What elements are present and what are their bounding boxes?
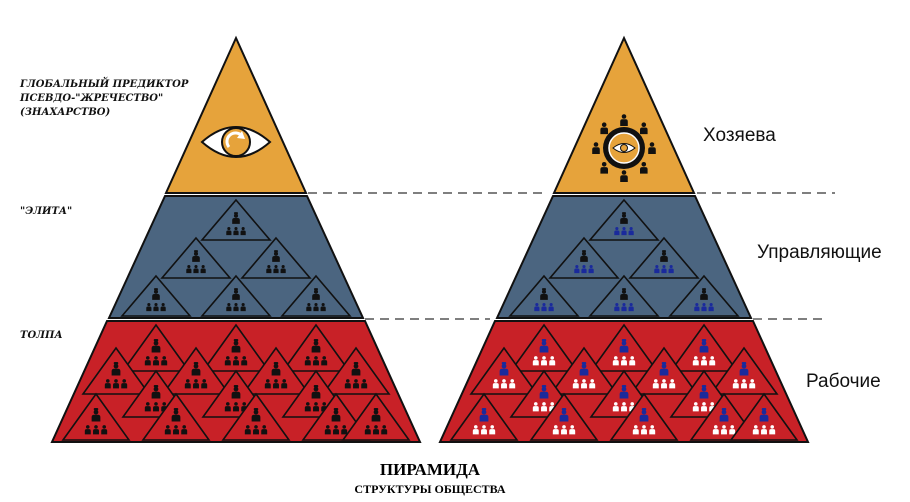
sub-pyramid xyxy=(61,392,131,441)
sub-pyramid xyxy=(160,236,232,279)
sub-pyramid xyxy=(449,392,519,441)
sub-pyramid xyxy=(241,346,311,395)
caption-subtitle: СТРУКТУРЫ ОБЩЕСТВА xyxy=(354,482,506,496)
sub-pyramid xyxy=(81,346,151,395)
sub-pyramid xyxy=(161,346,231,395)
left-crowd-subpyramids xyxy=(61,323,411,441)
sub-pyramid xyxy=(200,198,272,241)
owners-label: Хозяева xyxy=(703,125,776,146)
left-pyramid xyxy=(50,35,422,443)
right-worker-subpyramids xyxy=(449,323,799,441)
left-top-tier xyxy=(164,35,308,194)
right-pyramid xyxy=(438,35,810,443)
sub-pyramid xyxy=(341,392,411,441)
right-middle-tier xyxy=(495,195,753,319)
sub-pyramid xyxy=(729,392,799,441)
sub-pyramid xyxy=(628,236,700,279)
crowd-label: ТОЛПА xyxy=(20,330,63,341)
sub-pyramid xyxy=(629,346,699,395)
sub-pyramid xyxy=(508,274,580,317)
sub-pyramid xyxy=(529,392,599,441)
sub-pyramid xyxy=(609,392,679,441)
predictor-label: ГЛОБАЛЬНЫЙ ПРЕДИКТОР ПСЕВДО-"ЖРЕЧЕСТВО" … xyxy=(19,77,192,118)
caption-title: ПИРАМИДА xyxy=(380,460,481,479)
sub-pyramid xyxy=(141,392,211,441)
right-manager-subpyramids xyxy=(508,198,740,317)
sub-pyramid xyxy=(548,236,620,279)
sub-pyramid xyxy=(668,274,740,317)
sub-pyramid xyxy=(709,346,779,395)
left-elite-subpyramids xyxy=(120,198,352,317)
workers-label: Рабочие xyxy=(806,371,881,392)
sub-pyramid xyxy=(588,274,660,317)
elite-label: "ЭЛИТА" xyxy=(20,206,72,217)
sub-pyramid xyxy=(549,346,619,395)
eye-icon xyxy=(200,126,272,158)
managers-label: Управляющие xyxy=(757,242,882,263)
sub-pyramid xyxy=(221,392,291,441)
sub-pyramid xyxy=(588,198,660,241)
sub-pyramid xyxy=(120,274,192,317)
sub-pyramid xyxy=(280,274,352,317)
sub-pyramid xyxy=(200,274,272,317)
eye-with-crowd-icon xyxy=(592,114,656,182)
sub-pyramid xyxy=(469,346,539,395)
left-middle-tier xyxy=(107,195,365,319)
sub-pyramid xyxy=(321,346,391,395)
sub-pyramid xyxy=(240,236,312,279)
